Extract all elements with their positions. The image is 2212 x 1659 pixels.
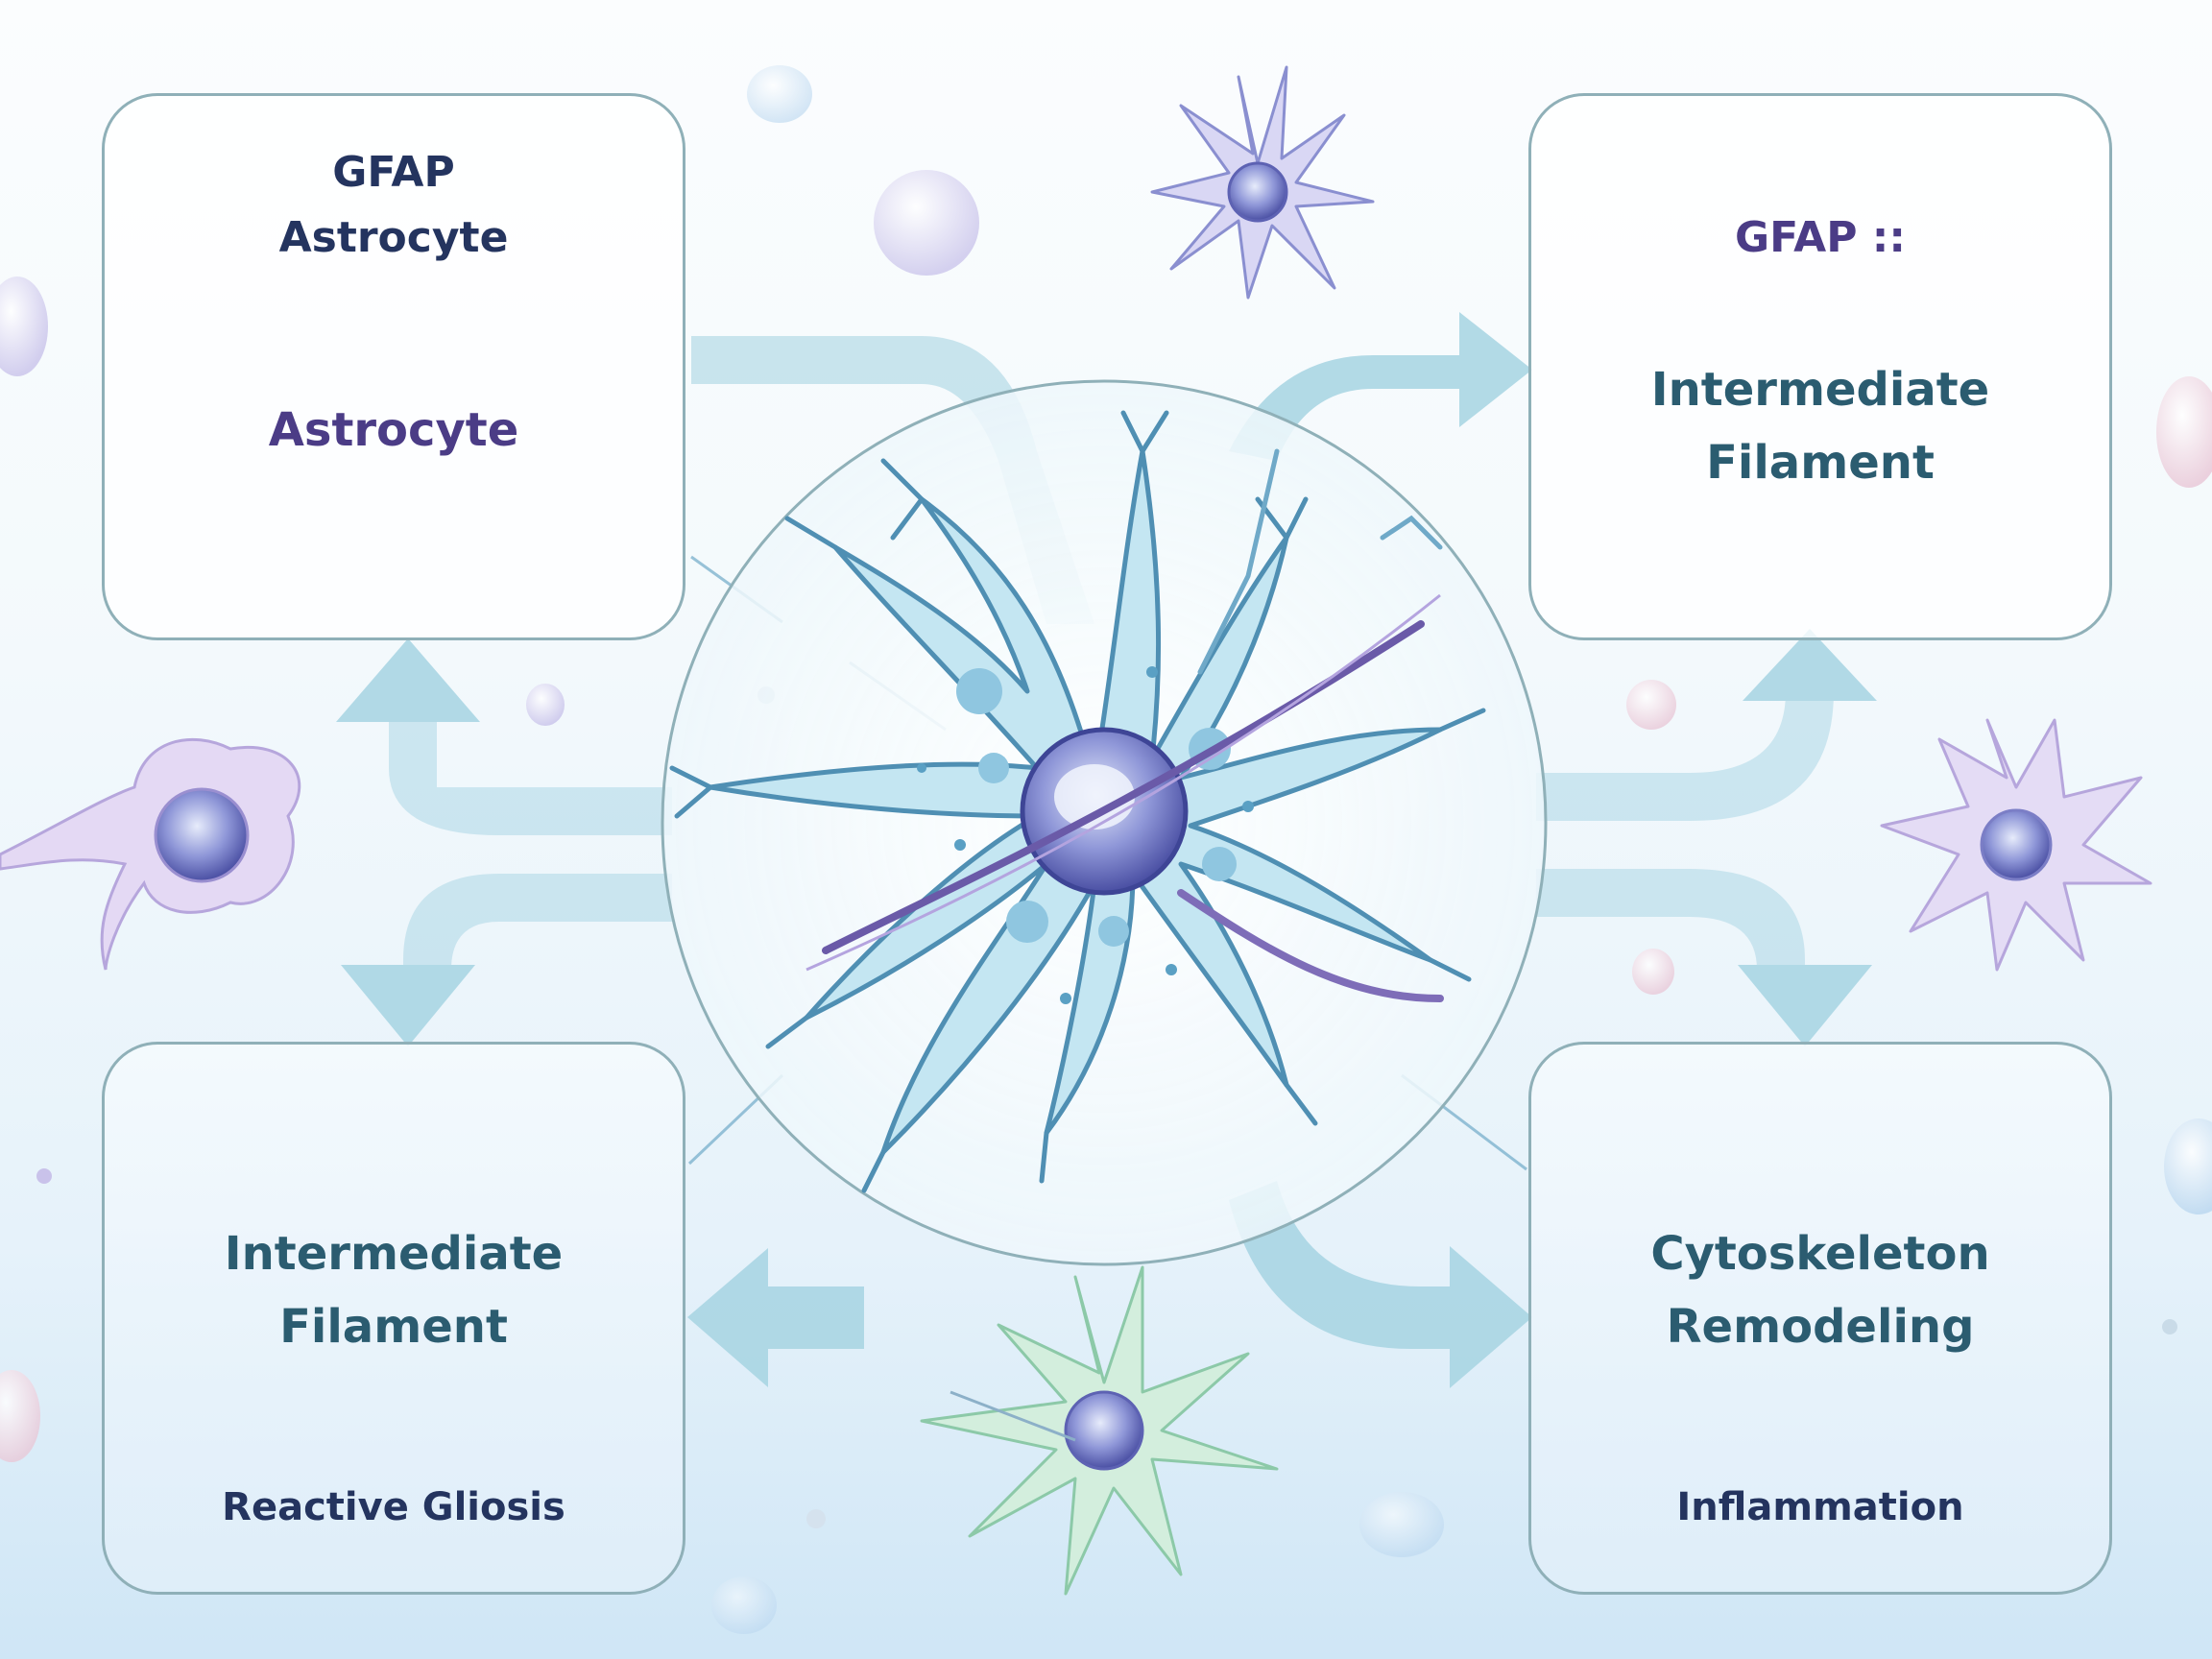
box-title-line: GFAP <box>332 148 455 197</box>
box-title-line: Intermediate <box>224 1227 564 1281</box>
box-cytoskeleton-remodeling: Cytoskeleton Remodeling Inflammation <box>1528 1042 2112 1595</box>
box-gfap-astrocyte: GFAP Astrocyte Astrocyte <box>102 93 685 640</box>
box-title-line: GFAP :: <box>1735 213 1906 262</box>
box-intermediate-filament: Intermediate Filament Reactive Gliosis <box>102 1042 685 1595</box>
box-subtitle-line: Intermediate <box>1650 363 1990 417</box>
box-footer-label: Reactive Gliosis <box>222 1485 565 1529</box>
glial-cell-icon <box>1880 718 2152 972</box>
astrocyte-illustration <box>669 410 1486 1193</box>
box-title-line: Remodeling <box>1666 1300 1975 1354</box>
box-subtitle: Astrocyte <box>268 403 519 457</box>
box-title-line: Cytoskeleton <box>1650 1227 1990 1281</box>
box-title-line: Astrocyte <box>278 213 509 262</box>
neuron-cell-icon <box>0 737 301 971</box>
box-subtitle-line: Filament <box>1706 436 1935 490</box>
astrocyte-cell-icon <box>1150 65 1375 300</box>
box-title-line: Filament <box>279 1300 508 1354</box>
box-gfap-intermediate-filament: GFAP :: Intermediate Filament <box>1528 93 2112 640</box>
vesicle-bubble-icon <box>0 65 2212 1634</box>
box-footer-label: Inflammation <box>1676 1485 1964 1529</box>
astrocyte-cell-icon <box>920 1265 1279 1596</box>
